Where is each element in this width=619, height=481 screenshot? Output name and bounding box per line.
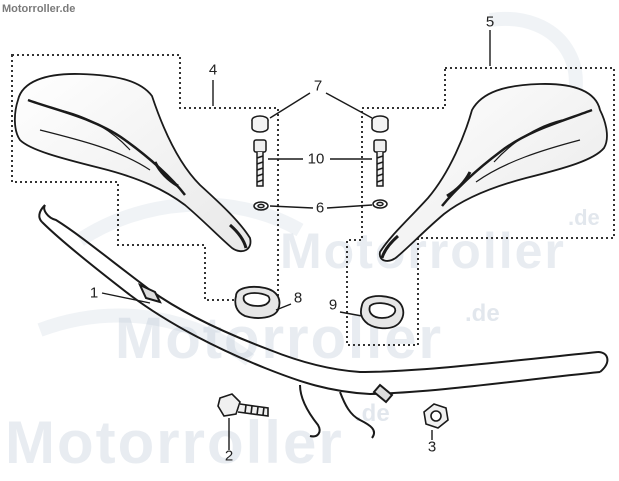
leader-7b xyxy=(325,92,373,119)
leader-lines xyxy=(101,30,491,450)
watermark-scooter-shapes xyxy=(37,11,583,366)
handlebar-part-1 xyxy=(38,204,609,439)
callout-3: 3 xyxy=(427,438,437,456)
nut-part-3 xyxy=(423,403,449,429)
left-cap-part-7 xyxy=(251,115,269,133)
callout-9: 9 xyxy=(328,296,338,314)
leader-7a xyxy=(269,92,311,119)
watermark-site-text: Motorroller.de xyxy=(2,3,76,15)
watermark-tld-3: .de xyxy=(355,400,390,427)
leader-6b xyxy=(326,204,373,209)
right-mirror xyxy=(378,83,608,262)
watermark-tld-2: .de xyxy=(465,300,500,327)
leader-1 xyxy=(101,292,151,304)
callout-5: 5 xyxy=(485,13,495,31)
callout-2: 2 xyxy=(224,447,234,465)
right-cap-part-7 xyxy=(371,115,389,133)
left-mirror xyxy=(13,73,252,252)
callout-10: 10 xyxy=(307,150,325,168)
right-washer-part-6 xyxy=(372,199,388,209)
callout-4: 4 xyxy=(208,61,218,79)
callout-8: 8 xyxy=(293,289,303,307)
callout-1: 1 xyxy=(89,284,99,302)
left-bolt-part-10 xyxy=(253,139,267,187)
leader-9 xyxy=(339,311,363,317)
watermark-brand-bottom: Motorroller xyxy=(5,409,344,476)
leader-6a xyxy=(269,205,314,209)
left-washer-part-6 xyxy=(253,201,269,211)
callout-6: 6 xyxy=(315,199,325,217)
right-bolt-part-10 xyxy=(373,139,387,187)
watermark-tld-1: .de xyxy=(568,205,600,230)
bolt-part-2 xyxy=(217,393,269,417)
callout-7: 7 xyxy=(313,77,323,95)
right-rubber-boot-part-9 xyxy=(360,295,405,330)
leader-8 xyxy=(275,303,292,311)
left-rubber-boot-part-8 xyxy=(234,285,281,319)
